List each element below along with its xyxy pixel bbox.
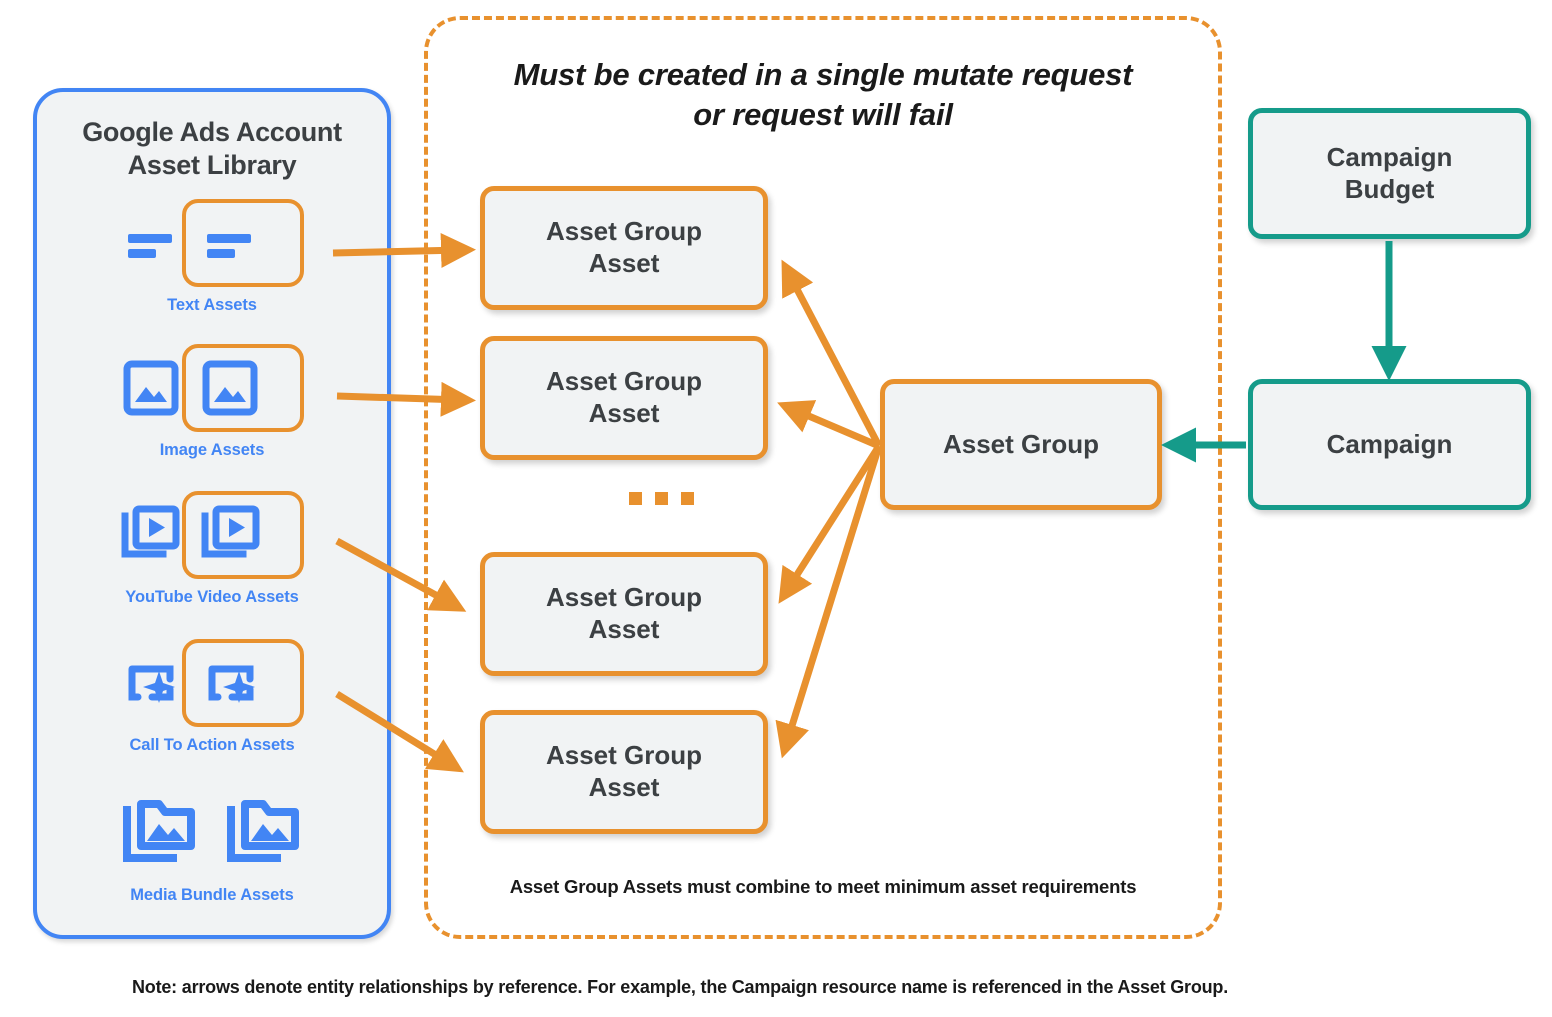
video-stack-icon-highlighted: [200, 504, 262, 566]
campaign-box[interactable]: Campaign: [1248, 379, 1531, 510]
library-title: Google Ads Account Asset Library: [37, 116, 387, 183]
asset-row-video: YouTube Video Assets: [37, 487, 387, 607]
text-lines-icon-highlighted: [199, 212, 261, 274]
call-to-action-sparkle-icon-highlighted: [200, 652, 262, 714]
aga-2-line1: Asset Group: [545, 366, 703, 397]
campaign-budget-box[interactable]: Campaign Budget: [1248, 108, 1531, 239]
image-icon-highlighted: [199, 357, 261, 419]
aga-3-line1: Asset Group: [545, 582, 703, 613]
asset-group-box[interactable]: Asset Group: [880, 379, 1162, 510]
asset-group-asset-box-2[interactable]: Asset Group Asset: [480, 336, 768, 460]
cta-assets-highlight-box[interactable]: [182, 639, 304, 727]
call-to-action-sparkle-icon: [120, 652, 182, 714]
campaign-budget-line2: Budget: [1344, 173, 1435, 204]
asset-label-video: YouTube Video Assets: [125, 588, 299, 606]
asset-row-text: Text Assets: [37, 195, 387, 315]
asset-library-panel: Google Ads Account Asset Library: [33, 88, 391, 939]
asset-row-media-bundle: Media Bundle Assets: [37, 785, 387, 905]
campaign-budget-line1: Campaign: [1326, 141, 1453, 172]
ellipsis-dot-1: [629, 492, 642, 505]
asset-group-asset-box-1[interactable]: Asset Group Asset: [480, 186, 768, 310]
asset-group-asset-box-3[interactable]: Asset Group Asset: [480, 552, 768, 676]
mutate-bottom-note: Asset Group Assets must combine to meet …: [509, 876, 1137, 897]
library-title-line1: Google Ads Account: [82, 117, 342, 147]
asset-row-cta: Call To Action Assets: [37, 635, 387, 755]
campaign-label: Campaign: [1326, 428, 1453, 459]
footer-note: Note: arrows denote entity relationships…: [131, 977, 1229, 997]
asset-group-asset-ellipsis: [629, 492, 694, 505]
asset-group-label: Asset Group: [942, 428, 1100, 459]
text-lines-icon: [120, 212, 182, 274]
aga-4-line1: Asset Group: [545, 740, 703, 771]
text-assets-highlight-box[interactable]: [182, 199, 304, 287]
mutate-title-line1: Must be created in a single mutate reque…: [513, 57, 1133, 92]
image-assets-highlight-box[interactable]: [182, 344, 304, 432]
asset-label-media-bundle: Media Bundle Assets: [130, 886, 294, 904]
aga-3-line2: Asset: [588, 614, 660, 644]
mutate-request-title: Must be created in a single mutate reque…: [430, 55, 1216, 136]
media-bundle-folder-icon: [121, 796, 199, 870]
video-assets-highlight-box[interactable]: [182, 491, 304, 579]
aga-4-line2: Asset: [588, 772, 660, 802]
mutate-title-line2: or request will fail: [693, 97, 953, 133]
asset-label-text: Text Assets: [167, 296, 257, 314]
video-stack-icon: [120, 504, 182, 566]
asset-label-cta: Call To Action Assets: [129, 736, 295, 754]
aga-2-line2: Asset: [588, 398, 660, 428]
asset-label-image: Image Assets: [159, 441, 265, 459]
asset-row-image: Image Assets: [37, 340, 387, 460]
asset-group-asset-box-4[interactable]: Asset Group Asset: [480, 710, 768, 834]
mutate-request-container: [424, 16, 1222, 939]
image-icon: [120, 357, 182, 419]
media-bundle-folder-icon-2: [225, 796, 303, 870]
ellipsis-dot-3: [681, 492, 694, 505]
library-title-line2: Asset Library: [127, 150, 297, 181]
aga-1-line2: Asset: [588, 248, 660, 278]
ellipsis-dot-2: [655, 492, 668, 505]
aga-1-line1: Asset Group: [545, 216, 703, 247]
